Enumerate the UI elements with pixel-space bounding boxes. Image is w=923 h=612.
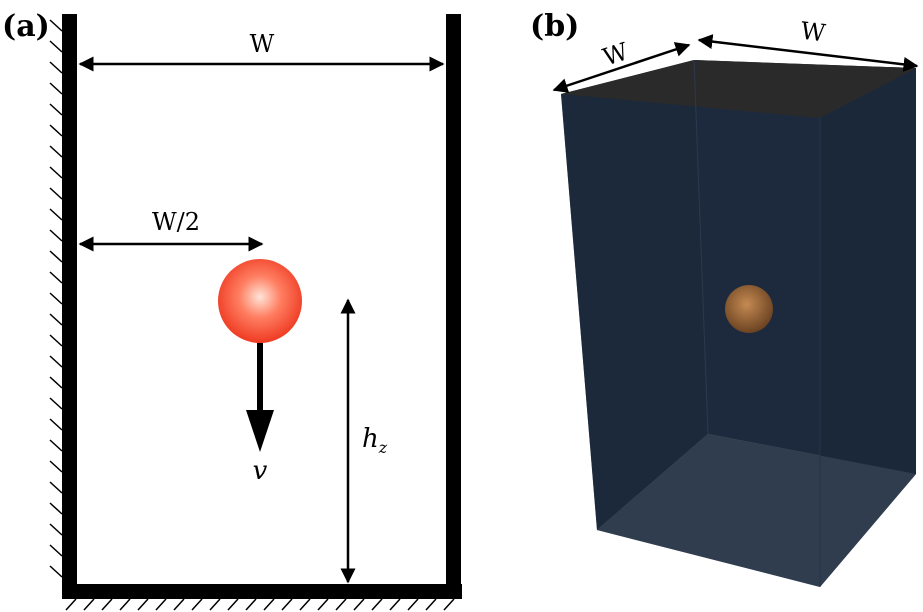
- hatch-mark: [49, 208, 63, 221]
- hatch-mark: [443, 598, 455, 611]
- panel-b: (b) W W: [530, 9, 919, 587]
- panel-a: (a) W W/2 v hz: [2, 9, 462, 611]
- box-right-wall: [820, 68, 916, 587]
- particle-3d: [725, 285, 773, 333]
- hatch-mark: [49, 103, 63, 116]
- hatch-mark: [65, 598, 77, 611]
- box-floor: [597, 434, 916, 587]
- width-label: W: [250, 30, 275, 58]
- right-wall: [446, 14, 461, 584]
- hatch-mark: [49, 439, 63, 452]
- hatch-mark: [49, 124, 63, 137]
- hatch-mark: [49, 187, 63, 200]
- hatch-mark: [263, 598, 275, 611]
- left-wall-hatching: [49, 19, 63, 578]
- hatch-mark: [209, 598, 221, 611]
- hatch-mark: [49, 376, 63, 389]
- hatch-mark: [137, 598, 149, 611]
- hatch-mark: [49, 481, 63, 494]
- hatch-mark: [245, 598, 257, 611]
- floor: [62, 584, 462, 599]
- hatch-mark: [227, 598, 239, 611]
- hatch-mark: [49, 313, 63, 326]
- hatch-mark: [101, 598, 113, 611]
- sphere: [218, 259, 302, 343]
- hatch-mark: [83, 598, 95, 611]
- hatch-mark: [49, 334, 63, 347]
- velocity-label: v: [253, 456, 268, 486]
- hatch-mark: [49, 523, 63, 536]
- hatch-mark: [49, 61, 63, 74]
- box-edge-left: [693, 59, 709, 435]
- half-width-label: W/2: [152, 208, 200, 236]
- hatch-mark: [49, 544, 63, 557]
- hatch-mark: [49, 502, 63, 515]
- hatch-mark: [49, 418, 63, 431]
- hatch-mark: [407, 598, 419, 611]
- width-3d-dimension-arrow: [697, 34, 919, 72]
- hatch-mark: [49, 19, 63, 32]
- hatch-mark: [155, 598, 167, 611]
- hatch-mark: [49, 355, 63, 368]
- hatch-mark: [335, 598, 347, 611]
- velocity-arrow-head: [246, 410, 274, 452]
- hatch-mark: [119, 598, 131, 611]
- hatch-mark: [389, 598, 401, 611]
- width-3d-label: W: [799, 17, 827, 48]
- hatch-mark: [49, 166, 63, 179]
- left-wall: [62, 14, 77, 584]
- hatch-mark: [353, 598, 365, 611]
- hatch-mark: [281, 598, 293, 611]
- hatch-mark: [191, 598, 203, 611]
- panel-b-label: (b): [530, 9, 579, 44]
- hatch-mark: [49, 292, 63, 305]
- hatch-mark: [299, 598, 311, 611]
- hatch-mark: [425, 598, 437, 611]
- hatch-mark: [49, 145, 63, 158]
- hatch-mark: [49, 397, 63, 410]
- hatch-mark: [49, 565, 63, 578]
- hatch-mark: [173, 598, 185, 611]
- hatch-mark: [49, 271, 63, 284]
- depth-dimension-arrow: [552, 42, 691, 93]
- hatch-mark: [49, 460, 63, 473]
- height-label-subscript: z: [378, 438, 388, 457]
- hatch-mark: [49, 82, 63, 95]
- hatch-mark: [49, 250, 63, 263]
- hatch-mark: [49, 229, 63, 242]
- hatch-mark: [49, 40, 63, 53]
- height-label: hz: [362, 424, 388, 457]
- panel-a-label: (a): [2, 9, 50, 44]
- height-label-base: h: [362, 424, 379, 454]
- hatch-mark: [317, 598, 329, 611]
- floor-hatching: [65, 598, 455, 611]
- hatch-mark: [371, 598, 383, 611]
